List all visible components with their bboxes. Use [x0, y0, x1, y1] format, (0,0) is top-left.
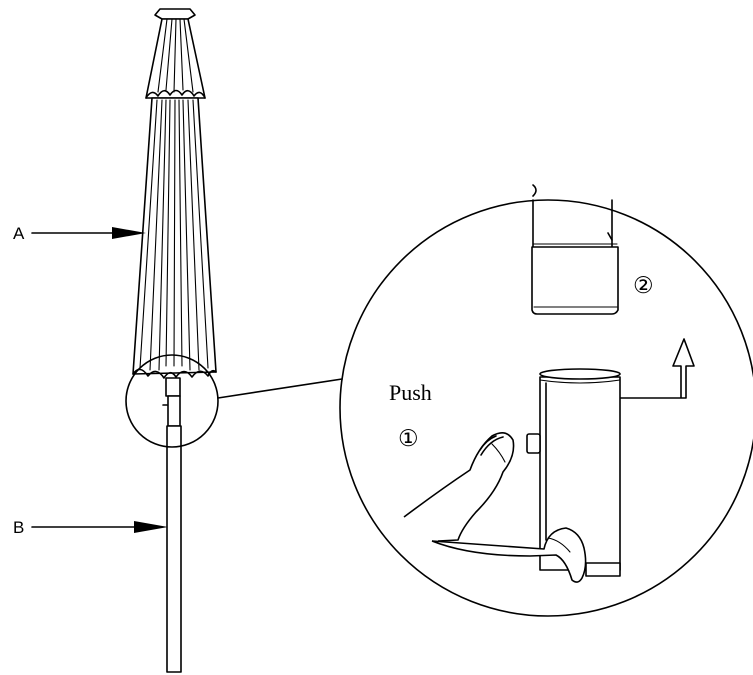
upper-tube: [531, 184, 619, 315]
label-a-pointer: A: [13, 224, 146, 243]
push-label: Push: [389, 380, 432, 405]
umbrella-canopy: [132, 8, 217, 379]
label-b-pointer: B: [13, 518, 168, 537]
step-2-marker: ②: [633, 273, 654, 299]
lift-up-arrow-icon: [613, 338, 695, 399]
detail-view: ② Push ①: [339, 184, 753, 617]
detail-circle: [339, 199, 753, 617]
magnify-source-circle: [125, 354, 219, 448]
label-a: A: [13, 224, 25, 243]
hand-illustration: [403, 432, 587, 583]
umbrella-pole: [162, 377, 182, 673]
lower-tube: [526, 368, 621, 577]
step-2-number: ②: [633, 273, 654, 299]
step-1-marker: Push ①: [389, 380, 432, 452]
step-1-number: ①: [398, 426, 419, 452]
magnify-connector-line: [217, 378, 343, 399]
release-button: [526, 433, 541, 454]
umbrella-finial: [154, 8, 196, 20]
label-b: B: [13, 518, 24, 537]
